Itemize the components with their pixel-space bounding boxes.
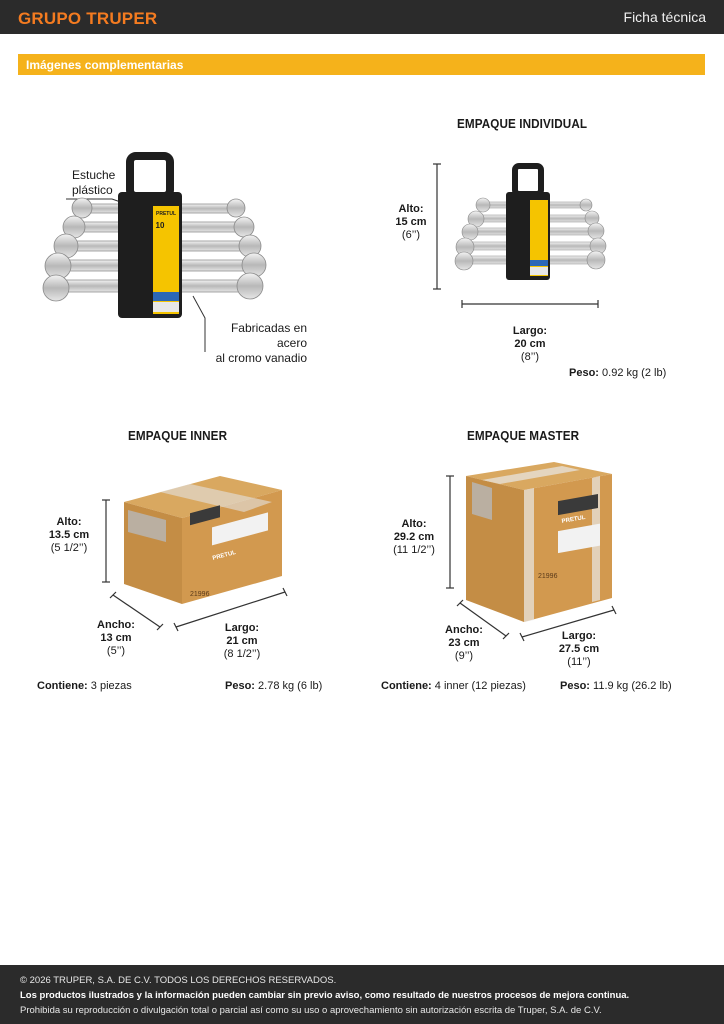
callout-material-line1: Fabricadas en acero [230,321,307,350]
inner-dimension-lines [102,499,288,632]
individual-dimension-lines [433,163,599,308]
inner-title: EMPAQUE INNER [128,428,228,443]
inner-peso-value: 2.78 kg (6 lb) [258,680,323,692]
section-title-bar: Imágenes complementarias [18,54,705,75]
master-dimension-lines [446,475,617,642]
master-contiene-label: Contiene: [381,680,432,692]
master-contiene-value: 4 inner (12 piezas) [434,680,526,692]
header-bar: GRUPO TRUPER Ficha técnica [0,0,724,34]
inner-contiene-value: 3 piezas [90,680,132,692]
individual-largo-label: Largo: [512,325,548,337]
inner-contiene-label: Contiene: [37,680,88,692]
wrench-set-image: PRETUL 10 [42,152,267,318]
pack-brand-text: PRETUL [156,211,176,217]
individual-pack-image [454,163,607,280]
master-title: EMPAQUE MASTER [467,428,580,443]
individual-largo-in: (8’’) [520,351,540,363]
master-alto-in: (11 1/2’’) [393,544,435,556]
inner-peso: Peso: 2.78 kg (6 lb) [225,680,322,692]
master-largo-in: (11’’) [567,656,591,668]
callout-material-line2: al cromo vanadio [215,351,307,365]
inner-alto-cm: 13.5 cm [48,529,90,541]
inner-ancho-cm: 13 cm [100,632,132,644]
inner-ancho-in: (5’’) [106,645,126,657]
inner-alto-label: Alto: [56,516,82,528]
callout-material: Fabricadas en acero al cromo vanadio [209,321,307,366]
master-peso-value: 11.9 kg (26.2 lb) [593,680,672,692]
master-peso: Peso: 11.9 kg (26.2 lb) [560,680,672,692]
individual-title: EMPAQUE INDIVIDUAL [457,116,588,131]
inner-box-code: 21996 [190,591,210,598]
master-ancho: Ancho: 23 cm (9’’) [436,624,492,663]
inner-box-image: 21996 PRETUL [124,476,282,604]
individual-alto-label: Alto: [398,203,424,215]
individual-largo: Largo: 20 cm (8’’) [500,325,560,364]
inner-alto: Alto: 13.5 cm (5 1/2’’) [40,516,98,555]
master-largo-cm: 27.5 cm [558,643,600,655]
master-alto-label: Alto: [401,518,427,530]
footer-copyright: © 2026 TRUPER, S.A. DE C.V. TODOS LOS DE… [20,975,337,986]
master-ancho-cm: 23 cm [448,637,480,649]
master-alto: Alto: 29.2 cm (11 1/2’’) [384,518,444,557]
footer: © 2026 TRUPER, S.A. DE C.V. TODOS LOS DE… [0,965,724,1024]
inner-largo-in: (8 1/2’’) [223,648,261,660]
individual-peso-label: Peso: [569,367,599,379]
inner-contiene: Contiene: 3 piezas [37,680,132,692]
master-box-image: 21996 PRETUL [466,462,612,622]
individual-peso: Peso: 0.92 kg (2 lb) [569,367,666,379]
individual-alto-in: (6’’) [401,229,421,241]
master-largo-label: Largo: [561,630,597,642]
footer-rights: Prohibida su reproducción o divulgación … [20,1005,602,1016]
callout-case-line1: Estuche [72,168,116,182]
master-ancho-label: Ancho: [445,624,483,636]
inner-ancho-label: Ancho: [97,619,135,631]
inner-alto-in: (5 1/2’’) [50,542,88,554]
individual-alto-cm: 15 cm [395,216,427,228]
brand-logo: GRUPO TRUPER [18,9,158,28]
master-largo: Largo: 27.5 cm (11’’) [548,630,610,669]
callout-case-line2: plástico [72,183,113,197]
inner-peso-label: Peso: [225,680,255,692]
individual-largo-cm: 20 cm [514,338,546,350]
individual-peso-value: 0.92 kg (2 lb) [602,367,667,379]
inner-largo-cm: 21 cm [226,635,258,647]
inner-largo: Largo: 21 cm (8 1/2’’) [212,622,272,661]
section-title: Imágenes complementarias [26,58,184,72]
inner-ancho: Ancho: 13 cm (5’’) [88,619,144,658]
individual-alto: Alto: 15 cm (6’’) [385,203,437,242]
master-peso-label: Peso: [560,680,590,692]
master-box-brand: PRETUL [561,515,586,525]
master-contiene: Contiene: 4 inner (12 piezas) [381,680,526,692]
callout-material-leader [192,295,206,352]
callout-case: Estuche plástico [72,168,115,198]
document-type: Ficha técnica [623,9,706,25]
master-alto-cm: 29.2 cm [393,531,435,543]
footer-notice: Los productos ilustrados y la informació… [20,990,630,1001]
master-ancho-in: (9’’) [454,650,474,662]
inner-largo-label: Largo: [224,622,260,634]
pack-count-text: 10 [156,221,165,230]
master-box-code: 21996 [538,573,558,580]
